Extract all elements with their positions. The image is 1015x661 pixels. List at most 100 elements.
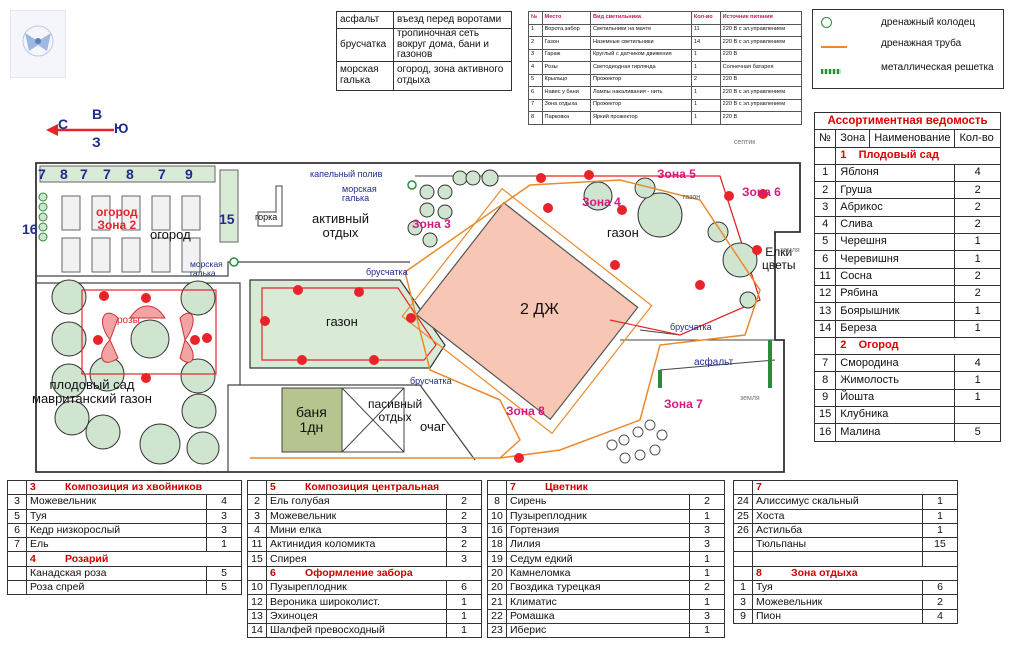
planting-name: Ромашка (506, 608, 690, 624)
plant-number: 9 (813, 388, 837, 408)
planting-name: Канадская роза (26, 565, 207, 582)
plant-name: Черевишня (835, 250, 956, 269)
planting-name: Хоста (752, 508, 923, 524)
lighting-cell: 4 (528, 61, 543, 75)
lighting-cell: 6 (528, 86, 543, 100)
planting-number: 9 (733, 608, 753, 624)
planting-qty: 3 (446, 551, 482, 567)
plant-number: 16 (813, 423, 837, 442)
lighting-cell: 220 В с эл.управлением (719, 86, 803, 100)
planting-number: 12 (247, 594, 267, 610)
planting-name: Актинидия коломикта (266, 537, 447, 553)
section-blank (247, 565, 267, 582)
label-passive-rest: пасивный отдых (368, 397, 423, 424)
section-blank (733, 565, 753, 582)
planting-qty: 6 (446, 580, 482, 596)
planting-number: 26 (733, 522, 753, 539)
label-house: 2 ДЖ (520, 301, 559, 318)
label-zone5: Зона 5 (657, 167, 696, 181)
assortment-section-row: 2 Огород (813, 336, 1001, 356)
lighting-cell: Зона отдыха (541, 98, 592, 112)
assortment-title-row: Ассортиментная ведомость (814, 111, 1001, 131)
planting-qty: 2 (446, 494, 482, 510)
assortment-section-row: 1 Плодовый сад (813, 146, 1001, 165)
logo (10, 10, 66, 78)
plant-qty: 1 (954, 371, 1001, 390)
drain-well-icon (821, 17, 832, 28)
planting-number: 24 (733, 494, 753, 510)
plant-qty: 1 (954, 250, 1001, 269)
plant-name: Клубника (835, 406, 956, 425)
plant-name: Яблоня (835, 163, 956, 183)
planting-number: 3 (733, 594, 753, 610)
fruit-trees (51, 279, 220, 465)
plant-qty: 2 (954, 181, 1001, 200)
planting-qty: 3 (446, 522, 482, 539)
symbol-row-well: дренажный колодец (821, 17, 975, 28)
lighting-cell: Газон (541, 36, 592, 50)
planting-name: Роза спрей (26, 580, 207, 596)
compass-east: В (92, 106, 103, 122)
label-fruit-garden: плодовый сад мавританский газон (32, 377, 152, 406)
section-blank (813, 146, 837, 165)
label-gorka: горка (255, 212, 278, 222)
planting-number: 11 (247, 537, 267, 553)
label-banya: баня 1дн (296, 404, 327, 435)
planting-section-row: 8 Зона отдыха (733, 565, 958, 582)
planting-qty: 2 (446, 508, 482, 524)
planting-row (733, 551, 958, 567)
lighting-cell: 1 (690, 111, 721, 125)
plant-name: Сосна (835, 267, 956, 286)
lighting-header: Источник питания (719, 11, 803, 25)
lighting-cell: Лампы накаливания - нить (590, 86, 692, 100)
assortment-header: Зона (835, 129, 871, 148)
plant-name: Береза (835, 319, 956, 338)
lighting-cell: Наземные светильники (590, 36, 692, 50)
plant-name: Малина (835, 423, 956, 442)
lighting-header: Вид светильника (590, 11, 692, 25)
label-pebble: морская галька (190, 259, 223, 278)
planting-qty: 1 (206, 537, 242, 553)
plant-number: 5 (813, 233, 837, 252)
label-septic: септик (734, 139, 756, 146)
plant-name: Смородина (835, 354, 956, 373)
label-asphalt: асфальт (694, 357, 734, 368)
strawberry-bed (219, 169, 239, 243)
planting-qty: 5 (206, 565, 242, 582)
planting-number: 20 (487, 565, 507, 582)
planting-name: Мини елка (266, 522, 447, 539)
logo-emblem-icon (22, 25, 54, 57)
drain-pipe-icon (821, 46, 847, 49)
label-paving: брусчатка (366, 267, 408, 277)
planting-name: Спирея (266, 551, 447, 567)
section-blank (247, 479, 267, 496)
planting-section-title: 8 Зона отдыха (752, 565, 958, 582)
label-raspberry-num: 16 (22, 221, 38, 237)
label-berry-num: 7 (158, 166, 166, 182)
planting-number: 10 (487, 508, 507, 524)
plant-name: Абрикос (835, 198, 956, 217)
lighting-header: № (528, 11, 543, 25)
lighting-cell: 1 (690, 86, 721, 100)
planting-qty: 1 (922, 494, 958, 510)
lighting-cell: 220 В (719, 48, 803, 62)
label-berry-num: 9 (185, 166, 193, 182)
planting-qty: 1 (689, 565, 725, 582)
